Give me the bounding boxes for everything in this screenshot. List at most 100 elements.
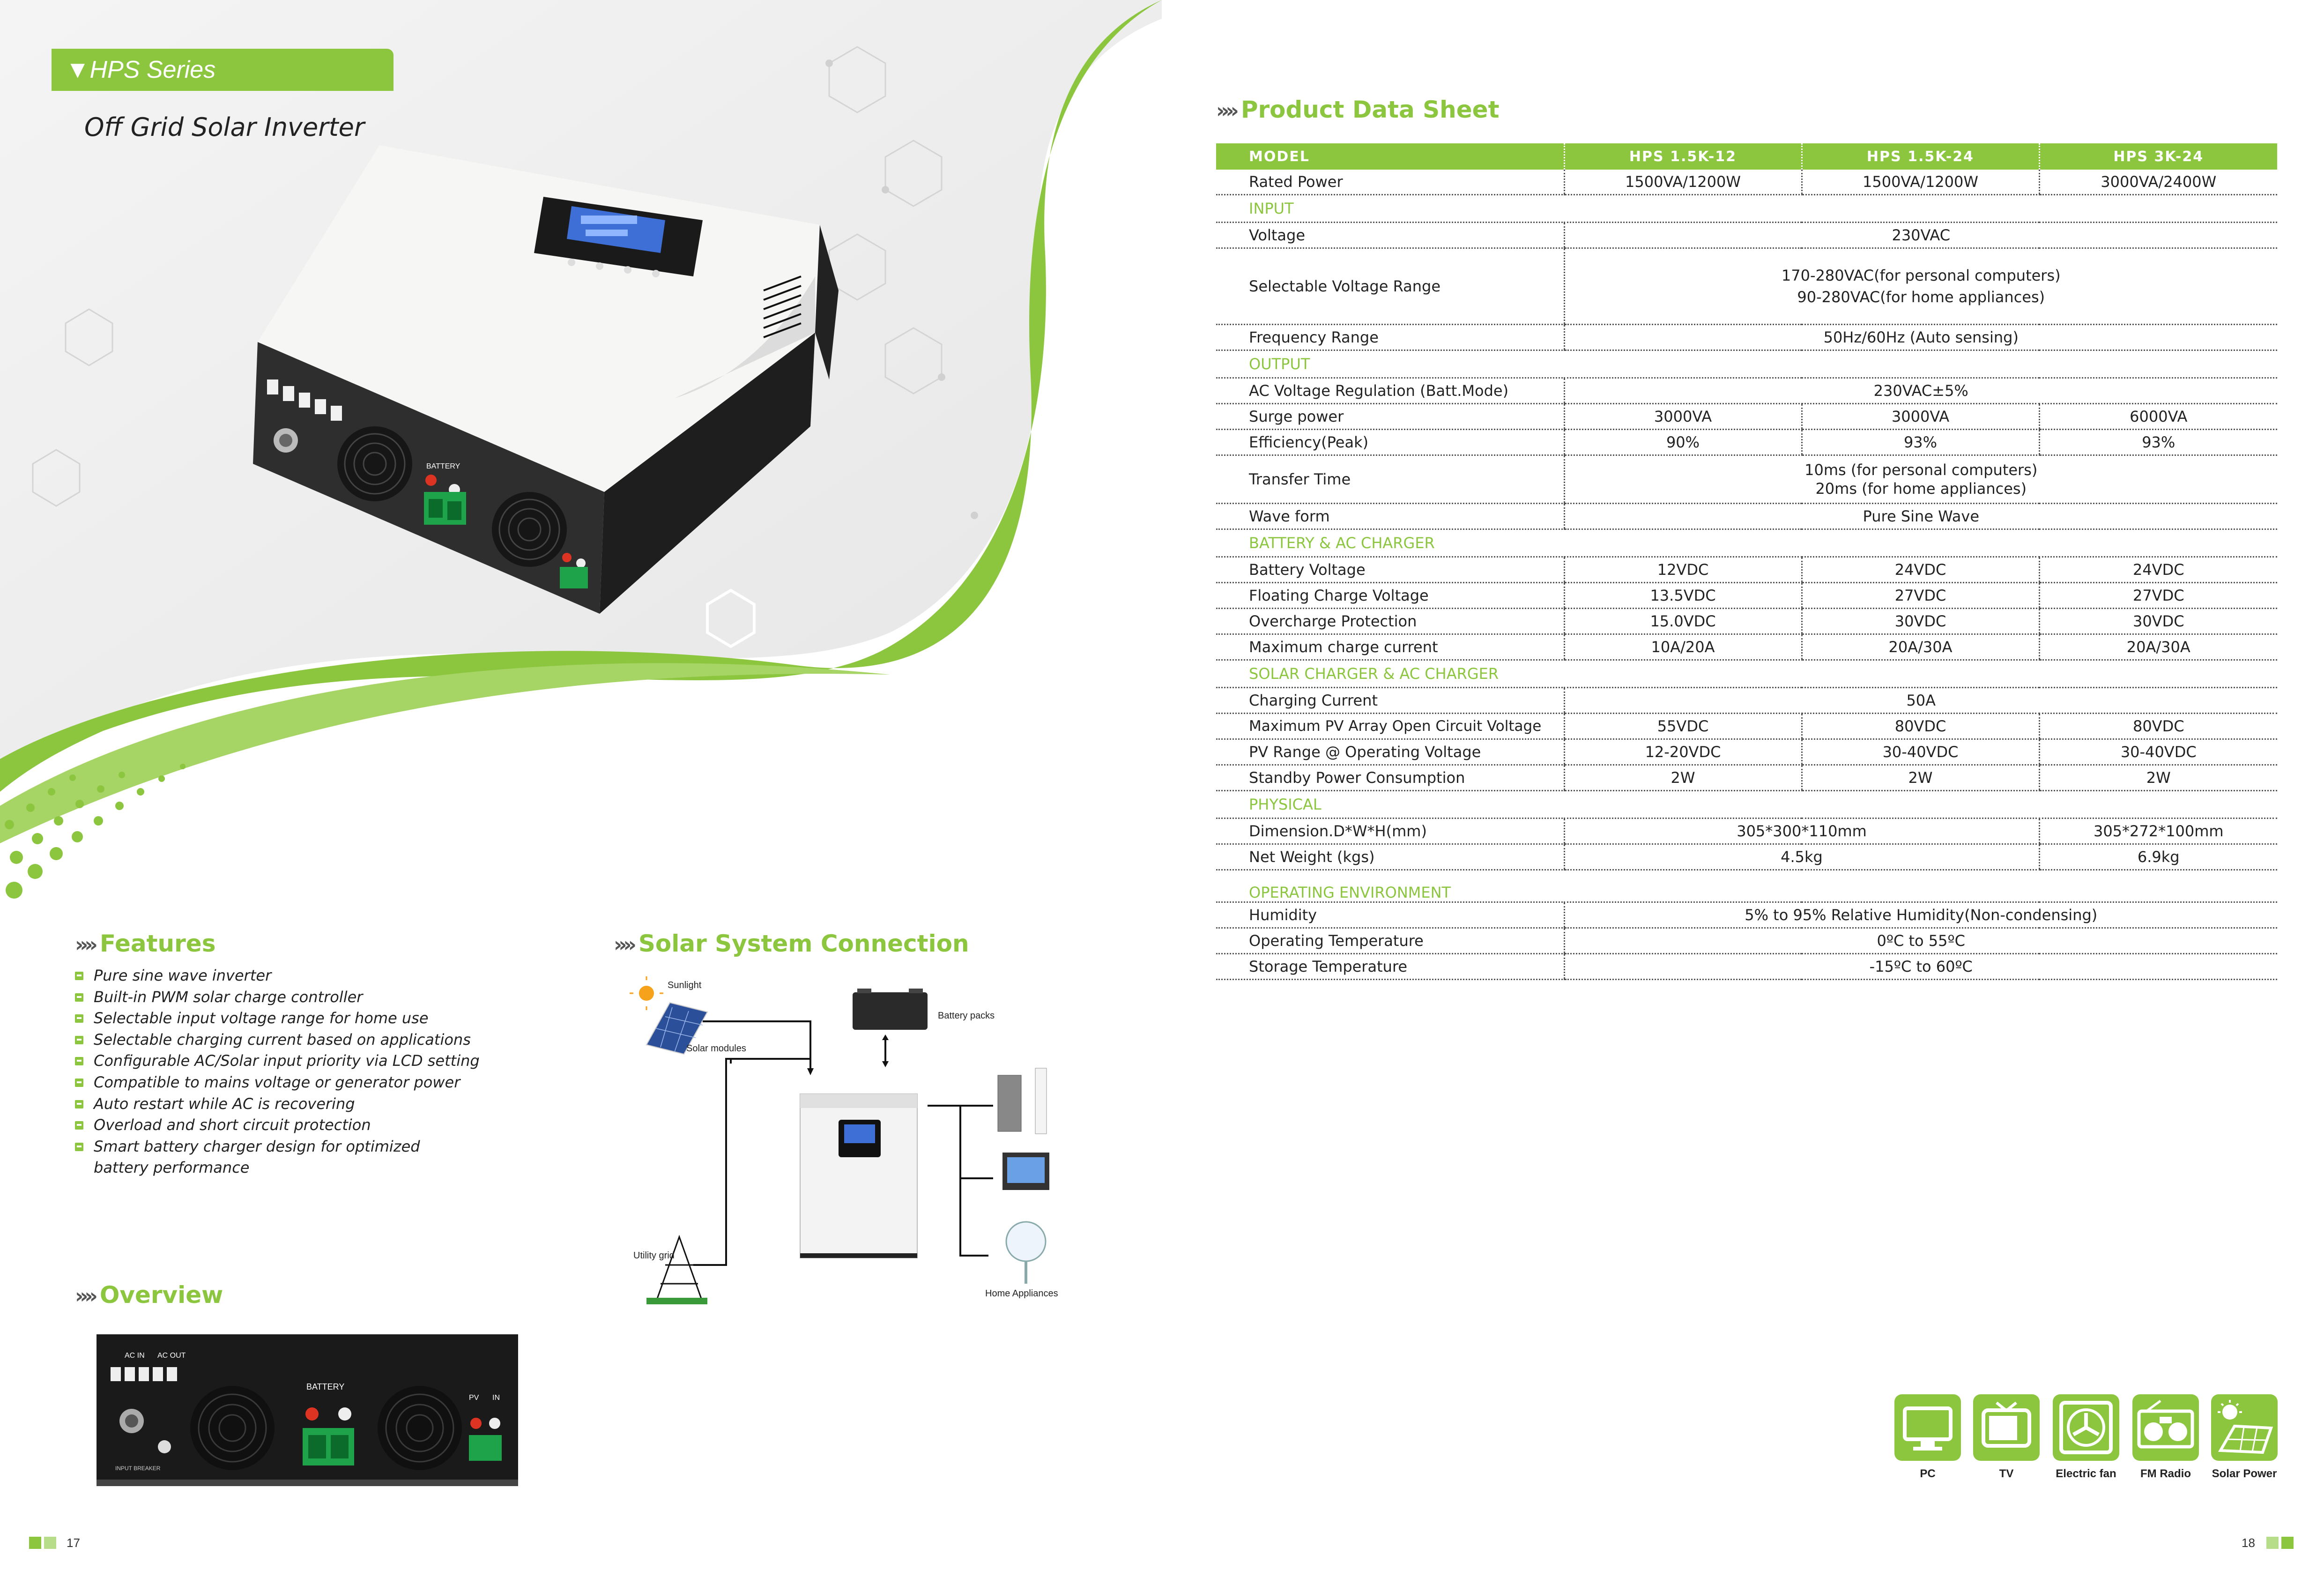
table-row: Standby Power Consumption 2W 2W 2W — [1216, 765, 2277, 791]
overview-ac-out-label: AC OUT — [157, 1352, 186, 1360]
cell: 4.5kg — [1563, 844, 2039, 870]
pc-icon — [1894, 1394, 1961, 1461]
table-row: Dimension.D*W*H(mm) 305*300*110mm 305*27… — [1216, 818, 2277, 845]
cell: 170-280VAC(for personal computers) 90-28… — [1563, 248, 2277, 325]
series-title: HPS Series — [89, 56, 216, 83]
row-label: AC Voltage Regulation (Batt.Mode) — [1216, 378, 1564, 404]
cell: 5% to 95% Relative Humidity(Non-condensi… — [1563, 902, 2277, 929]
table-row: AC Voltage Regulation (Batt.Mode) 230VAC… — [1216, 378, 2277, 404]
cell: 93% — [1801, 429, 2039, 456]
row-label: Rated Power — [1216, 170, 1564, 195]
cell: 13.5VDC — [1563, 582, 1802, 609]
fridge-icon — [997, 1075, 1022, 1132]
cell: 3000VA — [1563, 403, 1802, 430]
table-row: Floating Charge Voltage 13.5VDC 27VDC 27… — [1216, 582, 2277, 609]
cell: 305*272*100mm — [2038, 818, 2277, 845]
cell: 1500VA/1200W — [1563, 170, 1802, 195]
table-row: Battery Voltage 12VDC 24VDC 24VDC — [1216, 557, 2277, 583]
radio-icon — [2132, 1394, 2199, 1461]
table-row: Transfer Time 10ms (for personal compute… — [1216, 455, 2277, 504]
list-item: Overload and short circuit protection — [75, 1115, 480, 1136]
cell: 230VAC — [1563, 222, 2277, 249]
spec-header-model: MODEL — [1216, 143, 1564, 170]
series-tag: ▼HPS Series — [52, 49, 394, 91]
features-heading: »»Features — [75, 930, 216, 957]
fan-appliance-icon — [1005, 1221, 1047, 1262]
cell: 10ms (for personal computers) 20ms (for … — [1563, 455, 2277, 504]
cell: 20A/30A — [2038, 634, 2277, 661]
cell: 2W — [1801, 765, 2039, 791]
device-battery-label: BATTERY — [426, 462, 460, 470]
cell: 24VDC — [2038, 557, 2277, 583]
overview-battery-label: BATTERY — [306, 1382, 344, 1391]
product-subtitle: Off Grid Solar Inverter — [84, 112, 365, 142]
cell: 305*300*110mm — [1563, 818, 2039, 845]
row-label: Dimension.D*W*H(mm) — [1216, 818, 1564, 845]
spec-table: MODEL HPS 1.5K-12 HPS 1.5K-24 HPS 3K-24 … — [1216, 143, 2277, 980]
cell-line: 10ms (for personal computers) — [1804, 461, 2038, 479]
solar-power-label: Solar Power — [2212, 1467, 2277, 1480]
list-item: Pure sine wave inverter — [75, 965, 480, 987]
row-label: Surge power — [1216, 403, 1564, 430]
page-marker-right-light — [2266, 1537, 2279, 1549]
row-label: Voltage — [1216, 222, 1564, 249]
home-appliances-label: Home Appliances — [985, 1288, 1058, 1299]
overview-pv-label: PV — [469, 1394, 479, 1402]
cell: 15.0VDC — [1563, 608, 1802, 635]
overview-breaker-label: INPUT BREAKER — [115, 1465, 161, 1472]
overview-heading: »»Overview — [75, 1281, 223, 1309]
solar-modules-label: Solar modules — [686, 1043, 746, 1054]
row-label: Wave form — [1216, 503, 1564, 530]
table-row: Selectable Voltage Range 170-280VAC(for … — [1216, 248, 2277, 325]
row-label: Battery Voltage — [1216, 557, 1564, 583]
row-label: Humidity — [1216, 902, 1564, 929]
table-row: Charging Current 50A — [1216, 687, 2277, 714]
row-label: Storage Temperature — [1216, 953, 1564, 980]
cell: 10A/20A — [1563, 634, 1802, 661]
row-label: Standby Power Consumption — [1216, 765, 1564, 791]
cell: 20A/30A — [1801, 634, 2039, 661]
table-row: Efficiency(Peak) 90% 93% 93% — [1216, 429, 2277, 456]
row-label: Overcharge Protection — [1216, 608, 1564, 635]
spec-header-col1: HPS 1.5K-12 — [1563, 143, 1802, 170]
table-row: Surge power 3000VA 3000VA 6000VA — [1216, 403, 2277, 430]
group-row-solar: SOLAR CHARGER & AC CHARGER — [1216, 660, 2277, 688]
cell: 2W — [2038, 765, 2277, 791]
row-label: PV Range @ Operating Voltage — [1216, 739, 1564, 766]
row-label: Transfer Time — [1216, 455, 1564, 504]
table-row: Storage Temperature -15ºC to 60ºC — [1216, 953, 2277, 980]
list-item: Auto restart while AC is recovering — [75, 1093, 480, 1115]
spec-header-row: MODEL HPS 1.5K-12 HPS 1.5K-24 HPS 3K-24 — [1216, 143, 2277, 170]
utility-grid-label: Utility grid — [633, 1250, 675, 1261]
row-label: Maximum charge current — [1216, 634, 1564, 661]
page-number-right: 18 — [2242, 1536, 2255, 1550]
row-label: Efficiency(Peak) — [1216, 429, 1564, 456]
list-item: Selectable charging current based on app… — [75, 1029, 480, 1051]
group-row-environment: OPERATING ENVIRONMENT — [1216, 870, 2277, 903]
fan-icon — [2053, 1394, 2119, 1461]
cell: 80VDC — [2038, 713, 2277, 740]
group-row-battery: BATTERY & AC CHARGER — [1216, 529, 2277, 558]
solar-connection-title: Solar System Connection — [638, 930, 969, 957]
cell: 3000VA/2400W — [2038, 170, 2277, 195]
inverter-product-image: BATTERY — [253, 145, 839, 614]
table-row: Frequency Range 50Hz/60Hz (Auto sensing) — [1216, 324, 2277, 351]
radio-label: FM Radio — [2140, 1467, 2191, 1480]
cell: 24VDC — [1801, 557, 2039, 583]
table-row: Maximum charge current 10A/20A 20A/30A 2… — [1216, 634, 2277, 661]
row-label: Net Weight (kgs) — [1216, 844, 1564, 870]
group-label: OUTPUT — [1216, 350, 2277, 379]
table-row: Wave form Pure Sine Wave — [1216, 503, 2277, 530]
overview-title: Overview — [99, 1281, 223, 1309]
features-title: Features — [99, 930, 216, 957]
list-item: Selectable input voltage range for home … — [75, 1008, 480, 1029]
features-list: Pure sine wave inverter Built-in PWM sol… — [75, 965, 480, 1179]
fan-label: Electric fan — [2056, 1467, 2116, 1480]
row-label: Frequency Range — [1216, 324, 1564, 351]
solar-connection-heading: »»Solar System Connection — [614, 930, 969, 957]
cell: 230VAC±5% — [1563, 378, 2277, 404]
group-row-physical: PHYSICAL — [1216, 790, 2277, 819]
page-marker-left-dark — [29, 1537, 41, 1549]
page-marker-right-dark — [2281, 1537, 2294, 1549]
cell: 12-20VDC — [1563, 739, 1802, 766]
